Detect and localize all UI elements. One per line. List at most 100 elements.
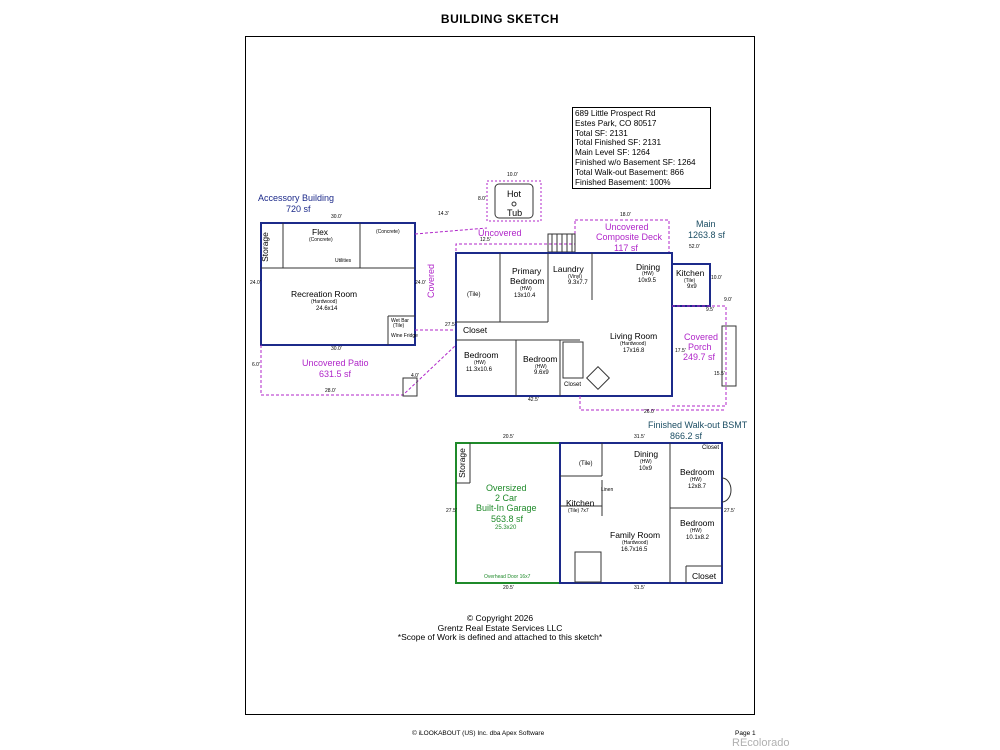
fireplace bbox=[585, 365, 611, 391]
bay-window bbox=[721, 477, 732, 503]
room-family-floor: (Hardwood) bbox=[622, 540, 649, 546]
dim-label: 20.5' bbox=[503, 434, 514, 440]
room-closet-2: Closet bbox=[564, 382, 582, 388]
covered-walkway-label: Covered bbox=[426, 263, 437, 299]
info-line: Total Walk-out Basement: 866 bbox=[575, 167, 684, 177]
basement-sf: 866.2 sf bbox=[670, 431, 703, 441]
dim-label: 20.5' bbox=[503, 585, 514, 591]
room-dining-dims: 10x9.5 bbox=[638, 278, 657, 284]
room-bedroom-1-floor: (HW) bbox=[474, 360, 486, 366]
garage-label-3: Built-In Garage bbox=[476, 503, 537, 513]
porch-sf: 249.7 sf bbox=[683, 352, 716, 362]
dim-label: 6.0' bbox=[252, 362, 260, 368]
room-bedroom-2-dims: 9.6x9 bbox=[534, 370, 549, 376]
footer-credit: © iLOOKABOUT (US) Inc. dba Apex Software bbox=[412, 730, 545, 737]
room-concrete: (Concrete) bbox=[376, 229, 400, 235]
garage-sf: 563.8 sf bbox=[491, 514, 524, 524]
room-storage: Storage bbox=[259, 232, 270, 262]
dim-label: 17.5' bbox=[675, 348, 686, 354]
room-family: Family Room bbox=[610, 530, 661, 540]
room-laundry-floor: (Vinyl) bbox=[568, 274, 583, 280]
room-kitchen-floor: (Tile) bbox=[684, 278, 696, 284]
dim-label: 28.0' bbox=[325, 388, 336, 394]
dim-label: 24.0' bbox=[415, 280, 426, 286]
dim-label: 18.0' bbox=[620, 212, 631, 218]
room-basement-dining-floor: (HW) bbox=[640, 459, 652, 465]
info-line: Total Finished SF: 2131 bbox=[575, 138, 662, 148]
main-title: Main bbox=[696, 219, 716, 229]
room-wetbar-floor: (Tile) bbox=[393, 323, 405, 329]
uncovered-label: Uncovered bbox=[478, 228, 522, 238]
room-dining-floor: (HW) bbox=[642, 271, 654, 277]
porch-stairs bbox=[721, 325, 737, 387]
info-line: Estes Park, CO 80517 bbox=[575, 118, 657, 128]
room-recreation: Recreation Room bbox=[291, 289, 358, 299]
dim-label: 30.0' bbox=[331, 214, 342, 220]
basement-outline bbox=[559, 442, 723, 584]
uncovered-patio bbox=[260, 344, 457, 396]
sketch-frame bbox=[245, 36, 755, 715]
dim-label: 12.5' bbox=[480, 237, 491, 243]
property-info-box: 689 Little Prospect Rd Estes Park, CO 80… bbox=[572, 107, 711, 189]
room-linen: Linen bbox=[601, 487, 614, 493]
dim-label: 27.5' bbox=[446, 508, 457, 514]
room-basement-closet-2: Closet bbox=[692, 571, 717, 581]
garage-label-2: 2 Car bbox=[495, 493, 518, 503]
patio-label: Uncovered Patio bbox=[302, 358, 369, 368]
copyright-line: © Copyright 2026 bbox=[466, 613, 534, 623]
basement-stairs bbox=[574, 551, 602, 583]
room-basement-tile: (Tile) bbox=[579, 461, 593, 467]
room-basement-closet-1: Closet bbox=[702, 445, 720, 451]
room-living-floor: (Hardwood) bbox=[620, 341, 647, 347]
info-line: Main Level SF: 1264 bbox=[575, 148, 651, 158]
basement-title: Finished Walk-out BSMT bbox=[648, 420, 748, 430]
garage-dims: 25.3x20 bbox=[495, 525, 517, 531]
watermark: REcolorado bbox=[732, 737, 790, 749]
room-family-dims: 16.7x16.5 bbox=[621, 547, 648, 553]
main-sf: 1263.8 sf bbox=[688, 230, 726, 240]
hot-tub bbox=[494, 183, 534, 219]
room-recreation-floor: (Hardwood) bbox=[311, 299, 338, 305]
room-kitchen-dims: 9x9 bbox=[687, 284, 697, 290]
copyright-line: *Scope of Work is defined and attached t… bbox=[397, 632, 603, 642]
page-title: BUILDING SKETCH bbox=[440, 12, 560, 26]
dim-label: 42.5' bbox=[528, 397, 539, 403]
room-basement-bedroom-1-floor: (HW) bbox=[690, 477, 702, 483]
room-basement-bedroom-2-dims: 10.1x8.2 bbox=[686, 535, 710, 541]
room-wine-fridge: Wine Fridge bbox=[391, 333, 418, 339]
room-basement-bedroom-2: Bedroom bbox=[680, 518, 715, 528]
hot-tub-drain bbox=[511, 201, 517, 207]
deck-label-2: Composite Deck bbox=[596, 232, 663, 242]
room-living: Living Room bbox=[610, 331, 658, 341]
room-bedroom-1: Bedroom bbox=[464, 350, 499, 360]
room-basement-kitchen: Kitchen bbox=[566, 498, 595, 508]
hot-tub-label-2: Tub bbox=[507, 208, 523, 218]
dim-label: 10.0' bbox=[507, 172, 518, 178]
room-basement-bedroom-1: Bedroom bbox=[680, 467, 715, 477]
room-bedroom-2: Bedroom bbox=[523, 354, 558, 364]
dim-label: 15.5' bbox=[714, 371, 725, 377]
room-wetbar: Wet Bar bbox=[391, 318, 409, 324]
info-line: Finished w/o Basement SF: 1264 bbox=[575, 157, 696, 167]
copyright-line: Grentz Real Estate Services LLC bbox=[437, 622, 563, 633]
deck-label-1: Uncovered bbox=[605, 222, 649, 232]
room-laundry-dims: 9.3x7.7 bbox=[568, 280, 588, 286]
dim-label: 14.3' bbox=[438, 211, 449, 217]
room-tile: (Tile) bbox=[467, 292, 481, 298]
dim-label: 10.0' bbox=[711, 275, 722, 281]
dim-label: 8.0' bbox=[478, 196, 486, 202]
footer-page: Page 1 bbox=[735, 730, 756, 737]
room-basement-bedroom-2-floor: (HW) bbox=[690, 528, 702, 534]
info-line: Finished Basement: 100% bbox=[575, 177, 671, 187]
info-line: 689 Little Prospect Rd bbox=[575, 109, 656, 118]
hot-tub-label-1: Hot bbox=[507, 189, 522, 199]
accessory-building-sf: 720 sf bbox=[286, 204, 311, 214]
room-bedroom-1-dims: 11.3x10.6 bbox=[466, 367, 492, 373]
dim-label: 27.5' bbox=[724, 508, 735, 514]
room-closet: Closet bbox=[463, 325, 488, 335]
dim-label: 4.0' bbox=[411, 373, 419, 379]
porch-label-2: Porch bbox=[688, 342, 712, 352]
room-utilities: Utilities bbox=[335, 258, 352, 264]
room-primary-dims: 13x10.4 bbox=[514, 293, 536, 299]
